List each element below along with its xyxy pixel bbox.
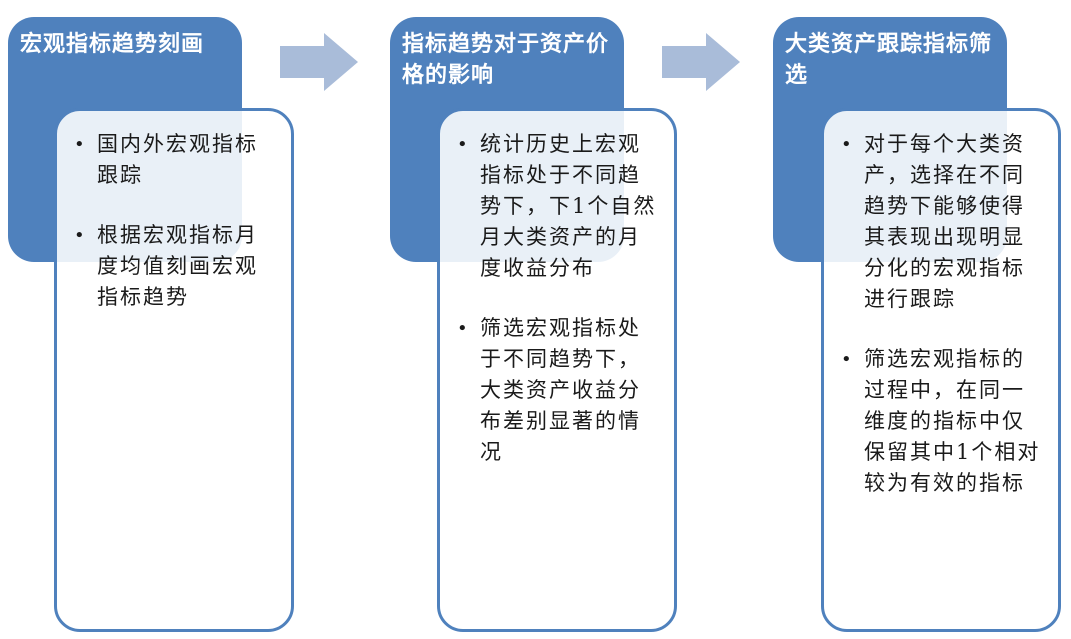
list-item: • 统计历史上宏观指标处于不同趋势下，下1个自然月大类资产的月度收益分布 <box>457 129 658 284</box>
step-2-title: 指标趋势对于资产价格的影响 <box>402 31 610 88</box>
bullet-text: 国内外宏观指标跟踪 <box>97 132 258 187</box>
step-2-bullet-list: • 统计历史上宏观指标处于不同趋势下，下1个自然月大类资产的月度收益分布 • 筛… <box>440 111 674 468</box>
arrow-shape <box>662 33 740 91</box>
bullet-text: 根据宏观指标月度均值刻画宏观指标趋势 <box>97 223 258 309</box>
list-item: • 筛选宏观指标的过程中，在同一维度的指标中仅保留其中1个相对较为有效的指标 <box>841 344 1042 499</box>
step-2-body: • 统计历史上宏观指标处于不同趋势下，下1个自然月大类资产的月度收益分布 • 筛… <box>437 108 677 632</box>
bullet-text: 筛选宏观指标的过程中，在同一维度的指标中仅保留其中1个相对较为有效的指标 <box>864 347 1041 495</box>
bullet-icon: • <box>74 225 87 246</box>
arrow-shape <box>280 33 358 91</box>
bullet-text: 对于每个大类资产，选择在不同趋势下能够使得其表现出现明显分化的宏观指标进行跟踪 <box>864 132 1025 311</box>
step-1-body: • 国内外宏观指标跟踪 • 根据宏观指标月度均值刻画宏观指标趋势 <box>54 108 294 632</box>
step-3-title: 大类资产跟踪指标筛选 <box>785 31 993 88</box>
list-item: • 根据宏观指标月度均值刻画宏观指标趋势 <box>74 220 275 313</box>
step-3-bullet-list: • 对于每个大类资产，选择在不同趋势下能够使得其表现出现明显分化的宏观指标进行跟… <box>824 111 1058 499</box>
step-1-bullet-list: • 国内外宏观指标跟踪 • 根据宏观指标月度均值刻画宏观指标趋势 <box>57 111 291 313</box>
bullet-icon: • <box>841 349 854 370</box>
bullet-icon: • <box>457 318 470 339</box>
list-item: • 国内外宏观指标跟踪 <box>74 129 275 191</box>
bullet-text: 统计历史上宏观指标处于不同趋势下，下1个自然月大类资产的月度收益分布 <box>480 132 657 280</box>
right-arrow-icon <box>280 33 358 91</box>
bullet-icon: • <box>457 134 470 155</box>
bullet-icon: • <box>841 134 854 155</box>
bullet-icon: • <box>74 134 87 155</box>
step-3-body: • 对于每个大类资产，选择在不同趋势下能够使得其表现出现明显分化的宏观指标进行跟… <box>821 108 1061 632</box>
step-1-title: 宏观指标趋势刻画 <box>20 31 205 57</box>
bullet-text: 筛选宏观指标处于不同趋势下，大类资产收益分布差别显著的情况 <box>480 316 641 464</box>
list-item: • 筛选宏观指标处于不同趋势下，大类资产收益分布差别显著的情况 <box>457 313 658 468</box>
list-item: • 对于每个大类资产，选择在不同趋势下能够使得其表现出现明显分化的宏观指标进行跟… <box>841 129 1042 315</box>
right-arrow-icon <box>662 33 740 91</box>
